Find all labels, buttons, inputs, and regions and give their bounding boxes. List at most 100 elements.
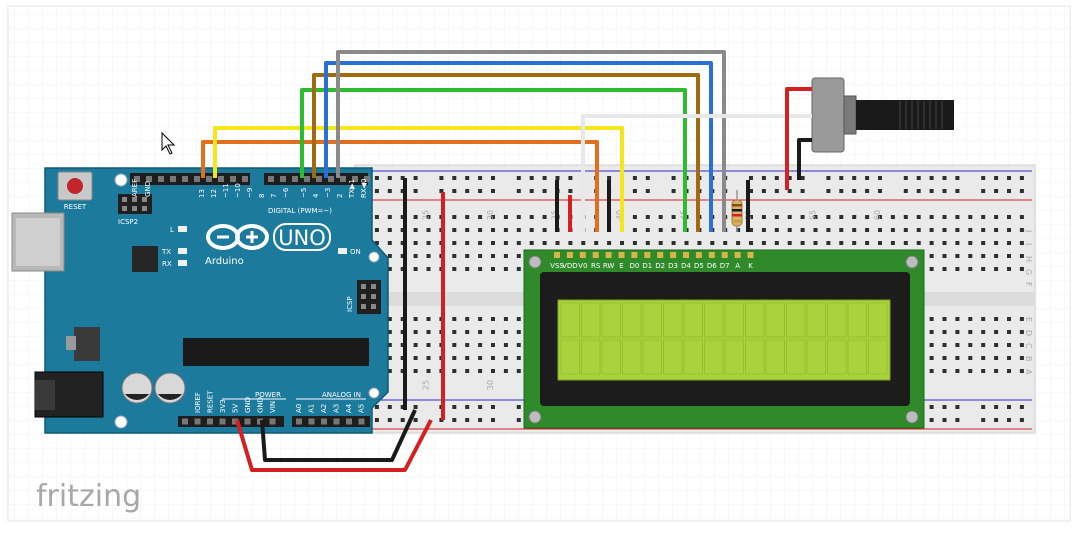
breadboard-hole[interactable]	[929, 254, 934, 258]
breadboard-hole[interactable]	[774, 215, 779, 219]
breadboard-hole[interactable]	[981, 176, 986, 180]
breadboard-hole[interactable]	[465, 241, 470, 245]
breadboard-hole[interactable]	[465, 356, 470, 360]
breadboard-hole[interactable]	[736, 228, 741, 232]
breadboard-hole[interactable]	[968, 330, 973, 334]
breadboard-hole[interactable]	[516, 228, 521, 232]
breadboard-hole[interactable]	[465, 254, 470, 258]
breadboard-hole[interactable]	[968, 228, 973, 232]
breadboard-hole[interactable]	[452, 254, 457, 258]
breadboard-hole[interactable]	[632, 228, 637, 232]
breadboard-hole[interactable]	[1007, 241, 1011, 245]
breadboard-hole[interactable]	[942, 254, 947, 258]
header-pin[interactable]	[296, 418, 302, 425]
breadboard-hole[interactable]	[645, 176, 650, 180]
breadboard-hole[interactable]	[503, 215, 508, 219]
breadboard-hole[interactable]	[968, 254, 973, 258]
breadboard-hole[interactable]	[491, 330, 495, 334]
breadboard-hole[interactable]	[503, 254, 508, 258]
breadboard-hole[interactable]	[387, 405, 392, 409]
breadboard-hole[interactable]	[826, 241, 831, 245]
breadboard-hole[interactable]	[852, 228, 857, 232]
breadboard-hole[interactable]	[761, 176, 766, 180]
breadboard-hole[interactable]	[400, 189, 405, 193]
breadboard-hole[interactable]	[994, 418, 999, 422]
breadboard-hole[interactable]	[865, 228, 870, 232]
breadboard-hole[interactable]	[516, 189, 521, 193]
breadboard-hole[interactable]	[465, 267, 470, 271]
breadboard-hole[interactable]	[516, 343, 521, 347]
header-pin[interactable]	[364, 176, 370, 182]
breadboard-hole[interactable]	[478, 228, 483, 232]
breadboard-hole[interactable]	[516, 241, 521, 245]
breadboard-hole[interactable]	[903, 241, 908, 245]
breadboard-hole[interactable]	[426, 267, 431, 271]
wire-gnd-to-rail[interactable]	[260, 409, 417, 462]
breadboard-hole[interactable]	[400, 267, 405, 271]
header-pin[interactable]	[207, 418, 213, 425]
breadboard-hole[interactable]	[426, 254, 431, 258]
breadboard-hole[interactable]	[826, 228, 831, 232]
breadboard-hole[interactable]	[491, 176, 495, 180]
breadboard-hole[interactable]	[529, 189, 534, 193]
breadboard-hole[interactable]	[478, 356, 483, 360]
header-pin[interactable]	[316, 176, 322, 182]
breadboard-hole[interactable]	[813, 228, 818, 232]
header-pin[interactable]	[158, 176, 164, 182]
breadboard-hole[interactable]	[749, 189, 753, 193]
breadboard-hole[interactable]	[491, 228, 495, 232]
breadboard-hole[interactable]	[516, 330, 521, 334]
breadboard-hole[interactable]	[994, 330, 999, 334]
breadboard-hole[interactable]	[374, 189, 379, 193]
breadboard-hole[interactable]	[413, 405, 418, 409]
breadboard-hole[interactable]	[955, 254, 960, 258]
breadboard-hole[interactable]	[994, 189, 999, 193]
breadboard-hole[interactable]	[761, 189, 766, 193]
breadboard-hole[interactable]	[400, 215, 405, 219]
breadboard-hole[interactable]	[968, 267, 973, 271]
breadboard-hole[interactable]	[491, 267, 495, 271]
breadboard-hole[interactable]	[968, 317, 973, 321]
breadboard-hole[interactable]	[1019, 330, 1024, 334]
breadboard-hole[interactable]	[452, 317, 457, 321]
lcd-pin[interactable]	[657, 252, 664, 258]
breadboard-hole[interactable]	[852, 241, 857, 245]
breadboard-hole[interactable]	[426, 343, 431, 347]
breadboard-hole[interactable]	[1007, 418, 1011, 422]
lcd-pin[interactable]	[708, 252, 715, 258]
breadboard-hole[interactable]	[761, 241, 766, 245]
breadboard-hole[interactable]	[413, 369, 418, 373]
header-pin[interactable]	[321, 418, 327, 425]
breadboard-hole[interactable]	[529, 228, 534, 232]
header-pin[interactable]	[358, 418, 365, 425]
breadboard-hole[interactable]	[865, 215, 870, 219]
breadboard-hole[interactable]	[478, 330, 483, 334]
breadboard-hole[interactable]	[478, 254, 483, 258]
breadboard-hole[interactable]	[542, 176, 547, 180]
breadboard-hole[interactable]	[387, 176, 392, 180]
breadboard-hole[interactable]	[607, 241, 612, 245]
header-pin[interactable]	[268, 176, 274, 182]
breadboard-hole[interactable]	[452, 418, 457, 422]
breadboard-hole[interactable]	[994, 241, 999, 245]
breadboard-hole[interactable]	[413, 267, 418, 271]
breadboard-hole[interactable]	[400, 254, 405, 258]
breadboard-hole[interactable]	[465, 176, 470, 180]
breadboard-hole[interactable]	[452, 189, 457, 193]
breadboard-hole[interactable]	[671, 176, 676, 180]
breadboard-hole[interactable]	[503, 241, 508, 245]
breadboard-hole[interactable]	[387, 343, 392, 347]
breadboard-hole[interactable]	[994, 267, 999, 271]
breadboard-hole[interactable]	[865, 176, 870, 180]
breadboard-hole[interactable]	[400, 418, 405, 422]
breadboard-hole[interactable]	[800, 176, 805, 180]
header-pin[interactable]	[340, 176, 346, 182]
breadboard-hole[interactable]	[942, 356, 947, 360]
breadboard-hole[interactable]	[478, 343, 483, 347]
breadboard-hole[interactable]	[878, 241, 882, 245]
breadboard-hole[interactable]	[491, 369, 495, 373]
breadboard-hole[interactable]	[426, 356, 431, 360]
breadboard-hole[interactable]	[736, 241, 741, 245]
breadboard-hole[interactable]	[1007, 356, 1011, 360]
breadboard-hole[interactable]	[968, 241, 973, 245]
